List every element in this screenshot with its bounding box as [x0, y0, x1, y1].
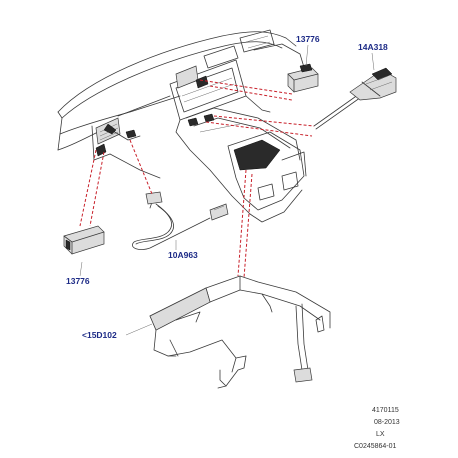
label-sensor-rod: 14A318 — [358, 42, 388, 52]
meta-date: 08-2013 — [374, 419, 400, 426]
label-switch-lower: 13776 — [66, 276, 90, 286]
switch-lower-part — [63, 225, 105, 255]
bracket-part — [149, 275, 331, 389]
harness-part — [103, 123, 229, 250]
meta-reference-number: 4170115 — [372, 407, 399, 414]
label-harness: 10A963 — [168, 250, 198, 260]
label-bracket: <15D102 — [82, 330, 117, 340]
switch-upper-part — [287, 63, 319, 93]
sensor-rod-part — [313, 67, 397, 130]
meta-illustration-id: C0245864-01 — [354, 443, 397, 450]
leader-lines — [79, 79, 315, 279]
meta-model-code: LX — [376, 431, 385, 438]
label-switch-upper: 13776 — [296, 34, 320, 44]
dashboard-illustration — [57, 29, 307, 223]
